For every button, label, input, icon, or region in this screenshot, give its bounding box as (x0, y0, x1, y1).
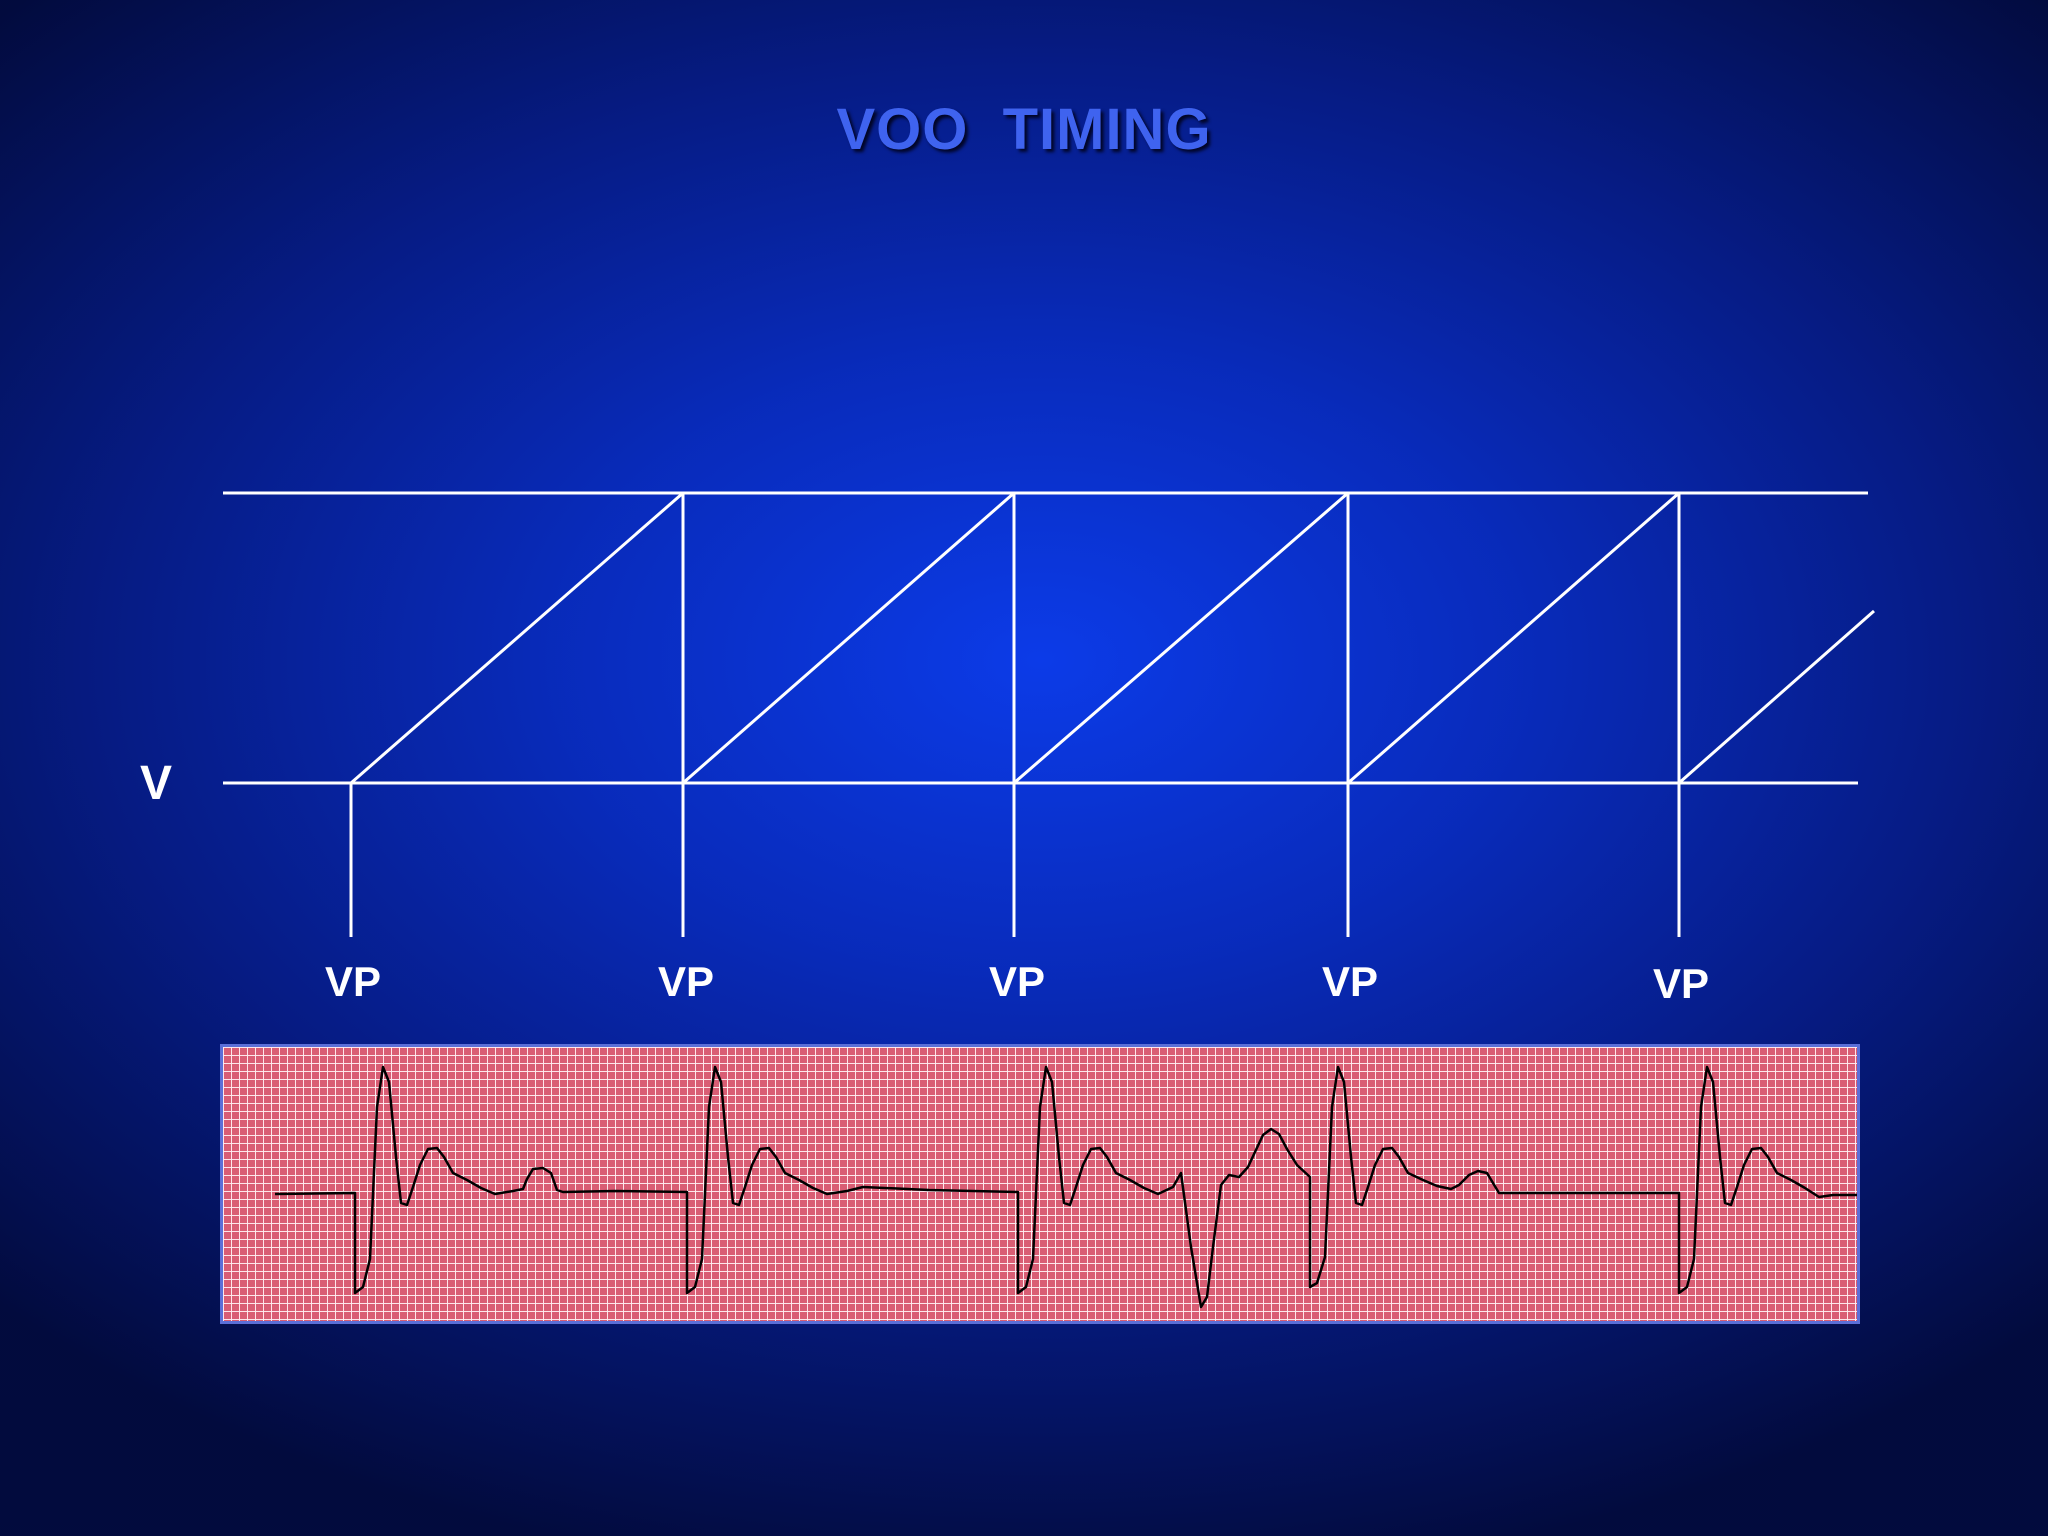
ventricle-row-label: V (140, 757, 173, 810)
ramp-1 (350, 491, 684, 785)
vp-label-1: VP (324, 958, 382, 1005)
ramp-4 (1347, 491, 1680, 785)
ecg-waveform (274, 1065, 1857, 1309)
ramp-2 (682, 491, 1015, 785)
vp-label-4: VP (1321, 958, 1379, 1005)
ramp-3 (1013, 491, 1349, 785)
ecg-strip (220, 1044, 1860, 1324)
vp-label-5: VP (1652, 960, 1710, 1007)
slide-title: VOO TIMING (836, 97, 1212, 162)
vp-label-2: VP (657, 958, 715, 1005)
vp-label-3: VP (988, 958, 1046, 1005)
ramp-5 (1678, 609, 1875, 785)
ecg-trace (274, 1065, 1857, 1309)
